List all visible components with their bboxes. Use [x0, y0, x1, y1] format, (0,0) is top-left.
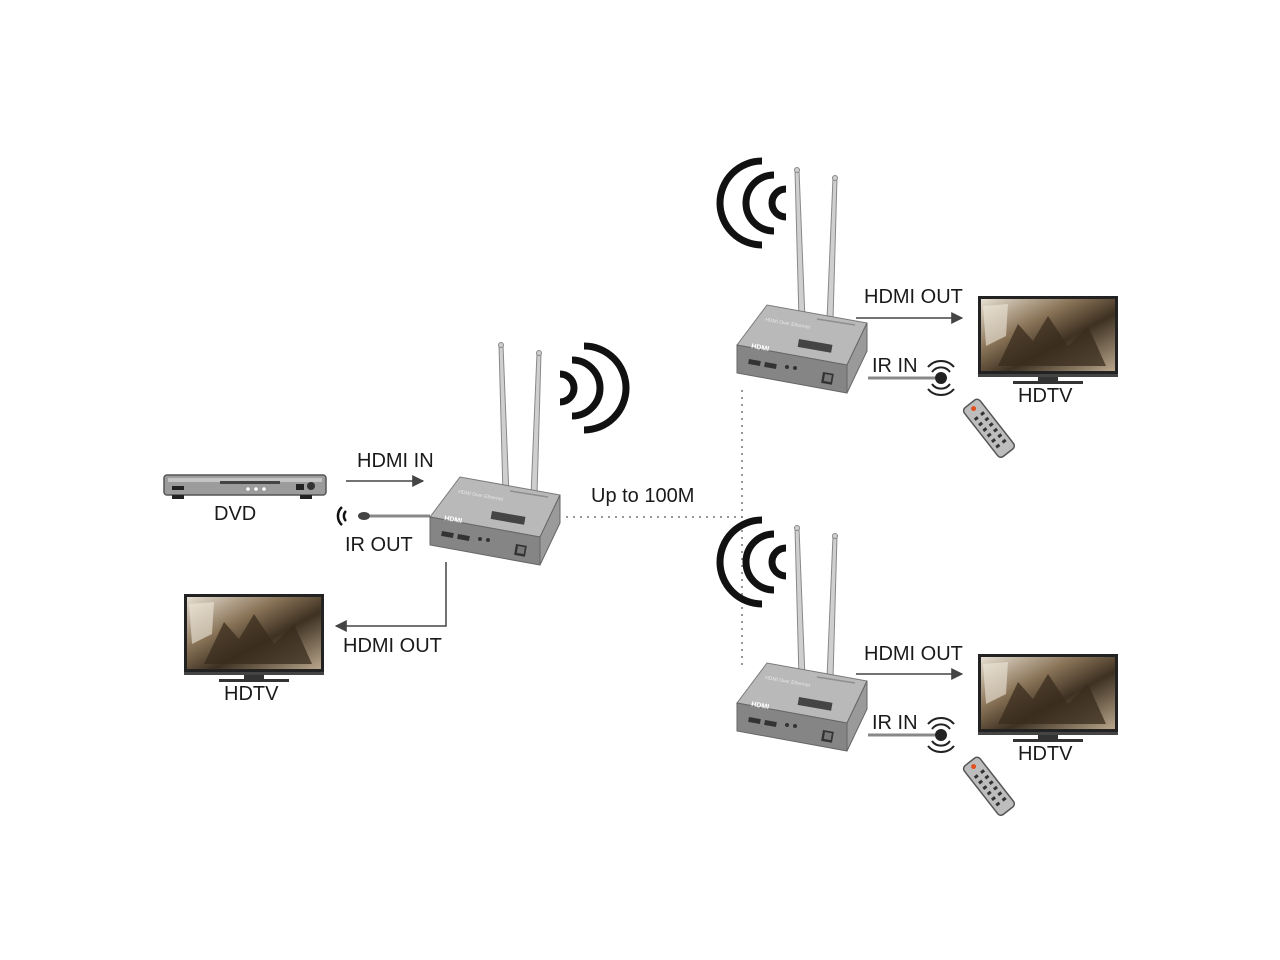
tv-icon: [978, 296, 1118, 384]
ir-in-rx2-label: IR IN: [872, 712, 918, 734]
tv-icon: [184, 594, 324, 682]
hdmi-out-local-arrow: [336, 562, 446, 626]
hdtv-rx1-label: HDTV: [1018, 385, 1073, 407]
hdtv-local-label: HDTV: [224, 683, 279, 705]
transmitter-antennas: [499, 343, 542, 496]
transmitter-device: HDMI HDMI Over Ethernet: [430, 477, 560, 565]
ir-out-label: IR OUT: [345, 534, 413, 556]
remote-control-icon: [962, 398, 1016, 459]
ir-emitter-icon: [338, 507, 430, 525]
tv-icon: [978, 654, 1118, 742]
wifi-signal-icon: [720, 161, 786, 245]
receiver2-device: HDMI HDMI Over Ethernet: [737, 663, 867, 751]
hdmi-out-local-label: HDMI OUT: [343, 635, 442, 657]
dvd-player-icon: [164, 475, 326, 499]
receiver2-antennas: [795, 526, 838, 679]
distance-label: Up to 100M: [591, 485, 694, 507]
wifi-signal-icon: [720, 520, 786, 604]
receiver1-antennas: [795, 168, 838, 321]
hdmi-out-rx1-label: HDMI OUT: [864, 286, 963, 308]
hdtv-rx2-label: HDTV: [1018, 743, 1073, 765]
dvd-label: DVD: [214, 503, 256, 525]
receiver1-device: HDMI HDMI Over Ethernet: [737, 305, 867, 393]
hdmi-in-label: HDMI IN: [357, 450, 434, 472]
ir-in-rx1-label: IR IN: [872, 355, 918, 377]
hdmi-out-rx2-label: HDMI OUT: [864, 643, 963, 665]
remote-control-icon: [962, 756, 1016, 817]
wifi-signal-icon: [560, 346, 626, 430]
